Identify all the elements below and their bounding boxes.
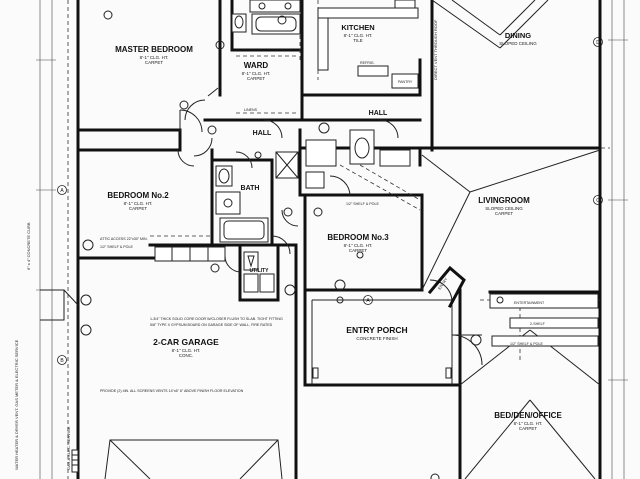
entry-porch-label: ENTRY PORCH (346, 325, 407, 335)
bedroom-3-floor: CARPET (349, 248, 368, 253)
closet-note: 1/2" SHELF & POLE (100, 245, 133, 249)
master-bedroom-floor: CARPET (145, 60, 164, 65)
svg-text:D: D (596, 40, 600, 46)
utility-appliances (243, 251, 275, 293)
shelf-label: 2-SHELF (530, 322, 546, 326)
entry-walls (427, 265, 466, 309)
garage-door-note: 1-3/4" THICK SOLID CORE DOOR W/CLOSER FL… (150, 317, 283, 321)
garage-floor: CONC. (179, 353, 194, 358)
garage-note: 8'-1" CLG. HT. (172, 348, 201, 353)
living-room-floor: CARPET (495, 211, 514, 216)
ward-floor: CARPET (247, 76, 266, 81)
master-bedroom-note: 8'-1" CLG. HT. (140, 55, 169, 60)
bedroom-2-floor: CARPET (129, 206, 148, 211)
master-bedroom-label: MASTER BEDROOM (115, 45, 193, 54)
hall-upper-label: HALL (253, 130, 272, 137)
kitchen-label: KITCHEN (341, 23, 374, 32)
hall-lower-label: HALL (369, 110, 388, 117)
living-room-note: SLOPED CEILING (485, 206, 523, 211)
entertainment-center (489, 293, 599, 347)
svg-text:A: A (60, 188, 64, 194)
bed-den-office-note: 8'-1" CLG. HT. (514, 421, 543, 426)
closet-shelves (236, 55, 298, 114)
bath-label: BATH (241, 185, 260, 192)
kitchen-cabinets (317, 0, 419, 89)
linens-label: LINENS (244, 108, 258, 112)
garage-label: 2-CAR GARAGE (153, 337, 219, 347)
entertainment-label: ENTERTAINMENT (514, 301, 545, 305)
garage-roof-outline (104, 439, 283, 479)
bed-den-office-floor: CARPET (519, 426, 538, 431)
bed-den-office-label: BED/DEN/OFFICE (494, 411, 562, 420)
attic-note: ATTIC ACCESS 22"x30" MIN. (100, 237, 148, 241)
ward-note: 8'-1" CLG. HT. (242, 71, 271, 76)
walls (76, 0, 602, 479)
hall-bath-fixtures (305, 129, 411, 189)
ward-label: WARD (244, 61, 269, 70)
refrig-label: REFRIG. (360, 61, 375, 65)
gas-service-note: GAS & ELEC. SERVICE (66, 426, 71, 470)
bedroom-2-label: BEDROOM No.2 (107, 191, 169, 200)
bedroom-2-note: 8'-1" CLG. HT. (124, 201, 153, 206)
entry-porch-note: CONCRETE FINISH (356, 336, 397, 341)
dining-note: SLOPED CEILING (499, 41, 537, 46)
closet-note-3: 1/2" SHELF & POLE (510, 342, 543, 346)
kitchen-note: 8'-1" CLG. HT. (344, 33, 373, 38)
bath-fixtures (215, 151, 299, 243)
porch-posts (312, 367, 452, 379)
closet-note-2: 1/2" SHELF & POLE (346, 202, 379, 206)
side-notes: WATER HEATER & DRYER VENT. GAS METER & E… (14, 339, 19, 470)
utility-label: UTILITY (250, 268, 270, 274)
firewall-note: 5/8" TYPE X GYPSUM BOARD ON GARAGE SIDE … (150, 323, 273, 327)
svg-text:B: B (60, 358, 64, 364)
grid-bubble: A (57, 185, 67, 195)
concrete-curb (40, 289, 79, 321)
pantry-label: PANTRY (398, 80, 413, 84)
bedroom-3-note: 8'-1" CLG. HT. (344, 243, 373, 248)
living-room-label: LIVINGROOM (478, 196, 530, 205)
svg-text:C: C (596, 198, 600, 204)
grid-bubble: B (57, 355, 67, 365)
duct-note: DIRECT VENT THROUGH ROOF (433, 19, 438, 80)
electrical-symbols (80, 10, 504, 479)
garage-cabinets (154, 246, 226, 262)
bedroom-3-label: BEDROOM No.3 (327, 233, 389, 242)
master-bath-fixtures (231, 0, 301, 35)
kitchen-floor: TILE (353, 38, 363, 43)
vent-note: PROVIDE (2) 4IN. ALL SCREENS VENTS 14"x6… (100, 389, 244, 393)
meter-boxes (71, 449, 79, 473)
door-swings (177, 87, 483, 366)
dining-label: DINING (505, 31, 531, 40)
curb-note: 6" x 4" CONCRETE CURB (26, 222, 31, 270)
svg-text:A: A (366, 298, 370, 304)
